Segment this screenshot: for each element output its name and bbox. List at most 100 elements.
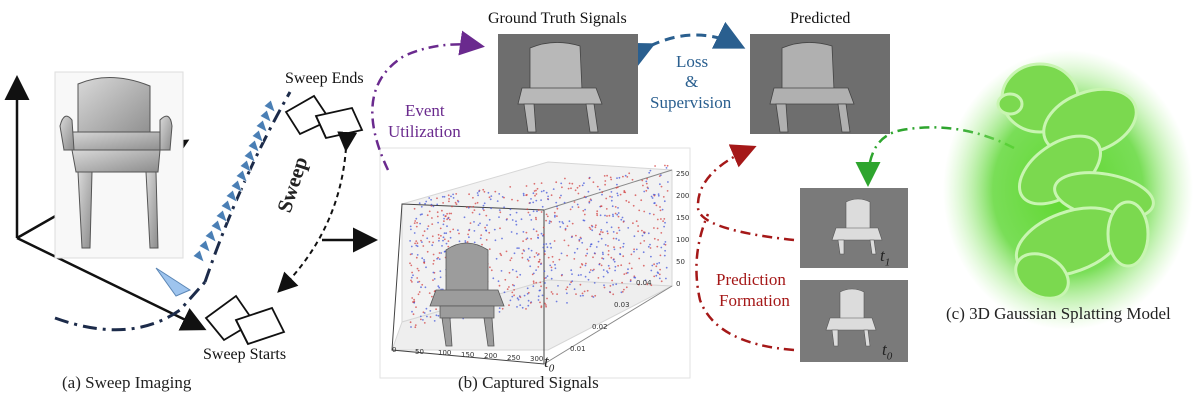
event-point — [432, 271, 435, 274]
event-point — [652, 213, 655, 216]
event-point — [520, 218, 523, 221]
event-point — [585, 196, 587, 199]
event-point — [457, 200, 460, 203]
event-point — [545, 191, 548, 194]
event-point — [443, 232, 446, 235]
event-point — [527, 299, 530, 302]
event-point — [536, 187, 539, 190]
event-point — [478, 213, 481, 216]
event-point — [519, 304, 522, 306]
event-point — [450, 195, 452, 198]
event-point — [511, 291, 514, 294]
event-point — [490, 269, 493, 272]
event-point — [647, 232, 650, 235]
event-point — [653, 275, 656, 278]
event-point — [616, 186, 619, 189]
event-point — [598, 263, 601, 266]
x-tick: 250 — [507, 353, 521, 362]
event-point — [450, 212, 453, 215]
event-point — [570, 281, 572, 284]
event-point — [663, 243, 666, 246]
event-point — [515, 211, 518, 214]
event-point — [532, 210, 535, 213]
event-point — [566, 286, 569, 289]
event-point — [643, 190, 646, 193]
event-point — [435, 308, 437, 311]
event-point — [602, 257, 605, 260]
event-point — [485, 239, 488, 241]
event-point — [482, 207, 484, 210]
event-point — [537, 234, 539, 236]
event-point — [633, 248, 635, 251]
event-point — [637, 225, 639, 227]
event-point — [570, 187, 572, 190]
event-point — [575, 293, 577, 295]
event-point — [660, 232, 663, 234]
event-point — [570, 236, 573, 239]
event-point — [641, 179, 644, 182]
event-point — [452, 228, 455, 231]
event-point — [427, 225, 430, 228]
y-tick: 0.02 — [592, 323, 608, 331]
event-point — [658, 262, 661, 264]
event-point — [607, 271, 609, 274]
event-point — [526, 194, 528, 196]
event-point — [472, 205, 475, 208]
event-point — [409, 321, 412, 324]
event-point — [659, 183, 661, 186]
event-point — [425, 200, 428, 203]
event-point — [629, 279, 632, 281]
x-tick: 150 — [461, 350, 475, 359]
event-point — [621, 216, 624, 219]
event-point — [573, 288, 576, 291]
event-point — [535, 189, 537, 192]
event-point — [422, 234, 424, 237]
event-point — [549, 242, 552, 245]
event-point — [571, 273, 573, 275]
event-point — [633, 235, 636, 238]
event-point — [488, 196, 491, 199]
event-point — [656, 262, 658, 265]
event-point — [657, 239, 659, 241]
event-point — [610, 191, 613, 193]
event-point — [522, 192, 525, 195]
event-point — [602, 253, 604, 256]
event-point — [537, 237, 540, 239]
event-point — [635, 220, 638, 223]
event-point — [649, 247, 652, 249]
event-point — [628, 201, 630, 204]
event-point — [627, 268, 629, 271]
event-point — [451, 205, 453, 208]
event-point — [571, 222, 574, 225]
z-tick: 50 — [676, 258, 685, 266]
event-point — [499, 252, 502, 255]
event-point — [612, 293, 615, 296]
event-point — [458, 232, 460, 235]
event-point — [583, 219, 586, 222]
event-point — [431, 235, 434, 238]
event-point — [513, 289, 515, 291]
event-point — [622, 255, 625, 258]
event-point — [511, 268, 514, 271]
event-cloud-plot — [379, 147, 691, 379]
event-point — [483, 202, 486, 205]
event-point — [521, 252, 524, 255]
event-point — [412, 301, 414, 303]
event-point — [647, 245, 650, 248]
event-point — [595, 246, 598, 248]
event-point — [465, 206, 468, 209]
loss-arrow — [621, 21, 746, 70]
event-point — [596, 185, 599, 188]
event-point — [522, 240, 524, 243]
event-point — [424, 286, 427, 289]
event-point — [571, 206, 574, 208]
event-point — [632, 222, 634, 225]
event-point — [447, 194, 450, 197]
event-point — [431, 295, 433, 298]
event-point — [581, 292, 584, 295]
event-point — [473, 241, 476, 244]
utilization-label: Utilization — [388, 122, 461, 141]
event-point — [600, 231, 602, 233]
